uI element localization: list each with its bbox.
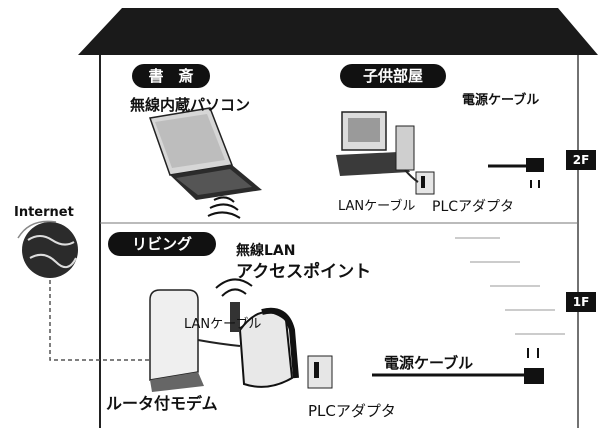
power-cable-2f-label: 電源ケーブル: [462, 93, 540, 108]
wireless-pc-label: 無線内蔵パソコン: [130, 96, 251, 114]
laptop-icon: [148, 107, 262, 200]
internet-connection-line: [49, 280, 150, 361]
lan-cable-1f-label: LANケーブル: [184, 317, 262, 332]
access-point-wireless-waves-icon: [215, 278, 253, 297]
wireless-access-point-icon: [230, 302, 299, 388]
router-modem-label: ルータ付モデム: [106, 394, 218, 413]
lan-cable-2f-label: LANケーブル: [338, 199, 416, 214]
room-label-study: 書 斎: [132, 64, 210, 88]
staircase-lines: [455, 237, 565, 335]
laptop-wireless-waves-icon: [207, 196, 241, 219]
desktop-pc-icon: [336, 111, 415, 176]
outlet-2f-icon: [526, 158, 544, 172]
lan-cable-2f-line: [404, 169, 419, 183]
outlet-1f-slots: [527, 348, 539, 358]
wireless-ap-label-line1: 無線LAN: [236, 243, 296, 259]
outlet-1f-icon: [524, 368, 544, 384]
plc-adapter-2f-label: PLCアダプタ: [432, 199, 515, 215]
plc-adapter-1f-label: PLCアダプタ: [308, 402, 396, 420]
router-modem-icon: [149, 289, 204, 392]
floor-tag-1f: 1F: [566, 292, 596, 312]
internet-label: Internet: [14, 205, 74, 220]
house-roof: [78, 8, 598, 55]
internet-globe-icon: [17, 220, 78, 278]
lan-cable-1f-line: [197, 339, 241, 347]
floor-tag-2f: 2F: [566, 150, 596, 170]
wireless-ap-label-line2: アクセスポイント: [236, 262, 372, 282]
outlet-2f-slots: [530, 180, 540, 188]
plc-adapter-2f-icon: [415, 171, 435, 195]
plc-adapter-1f-icon: [307, 355, 333, 389]
room-label-kids-room: 子供部屋: [340, 64, 446, 88]
power-cable-1f-label: 電源ケーブル: [384, 354, 474, 372]
room-label-living: リビング: [108, 232, 216, 256]
